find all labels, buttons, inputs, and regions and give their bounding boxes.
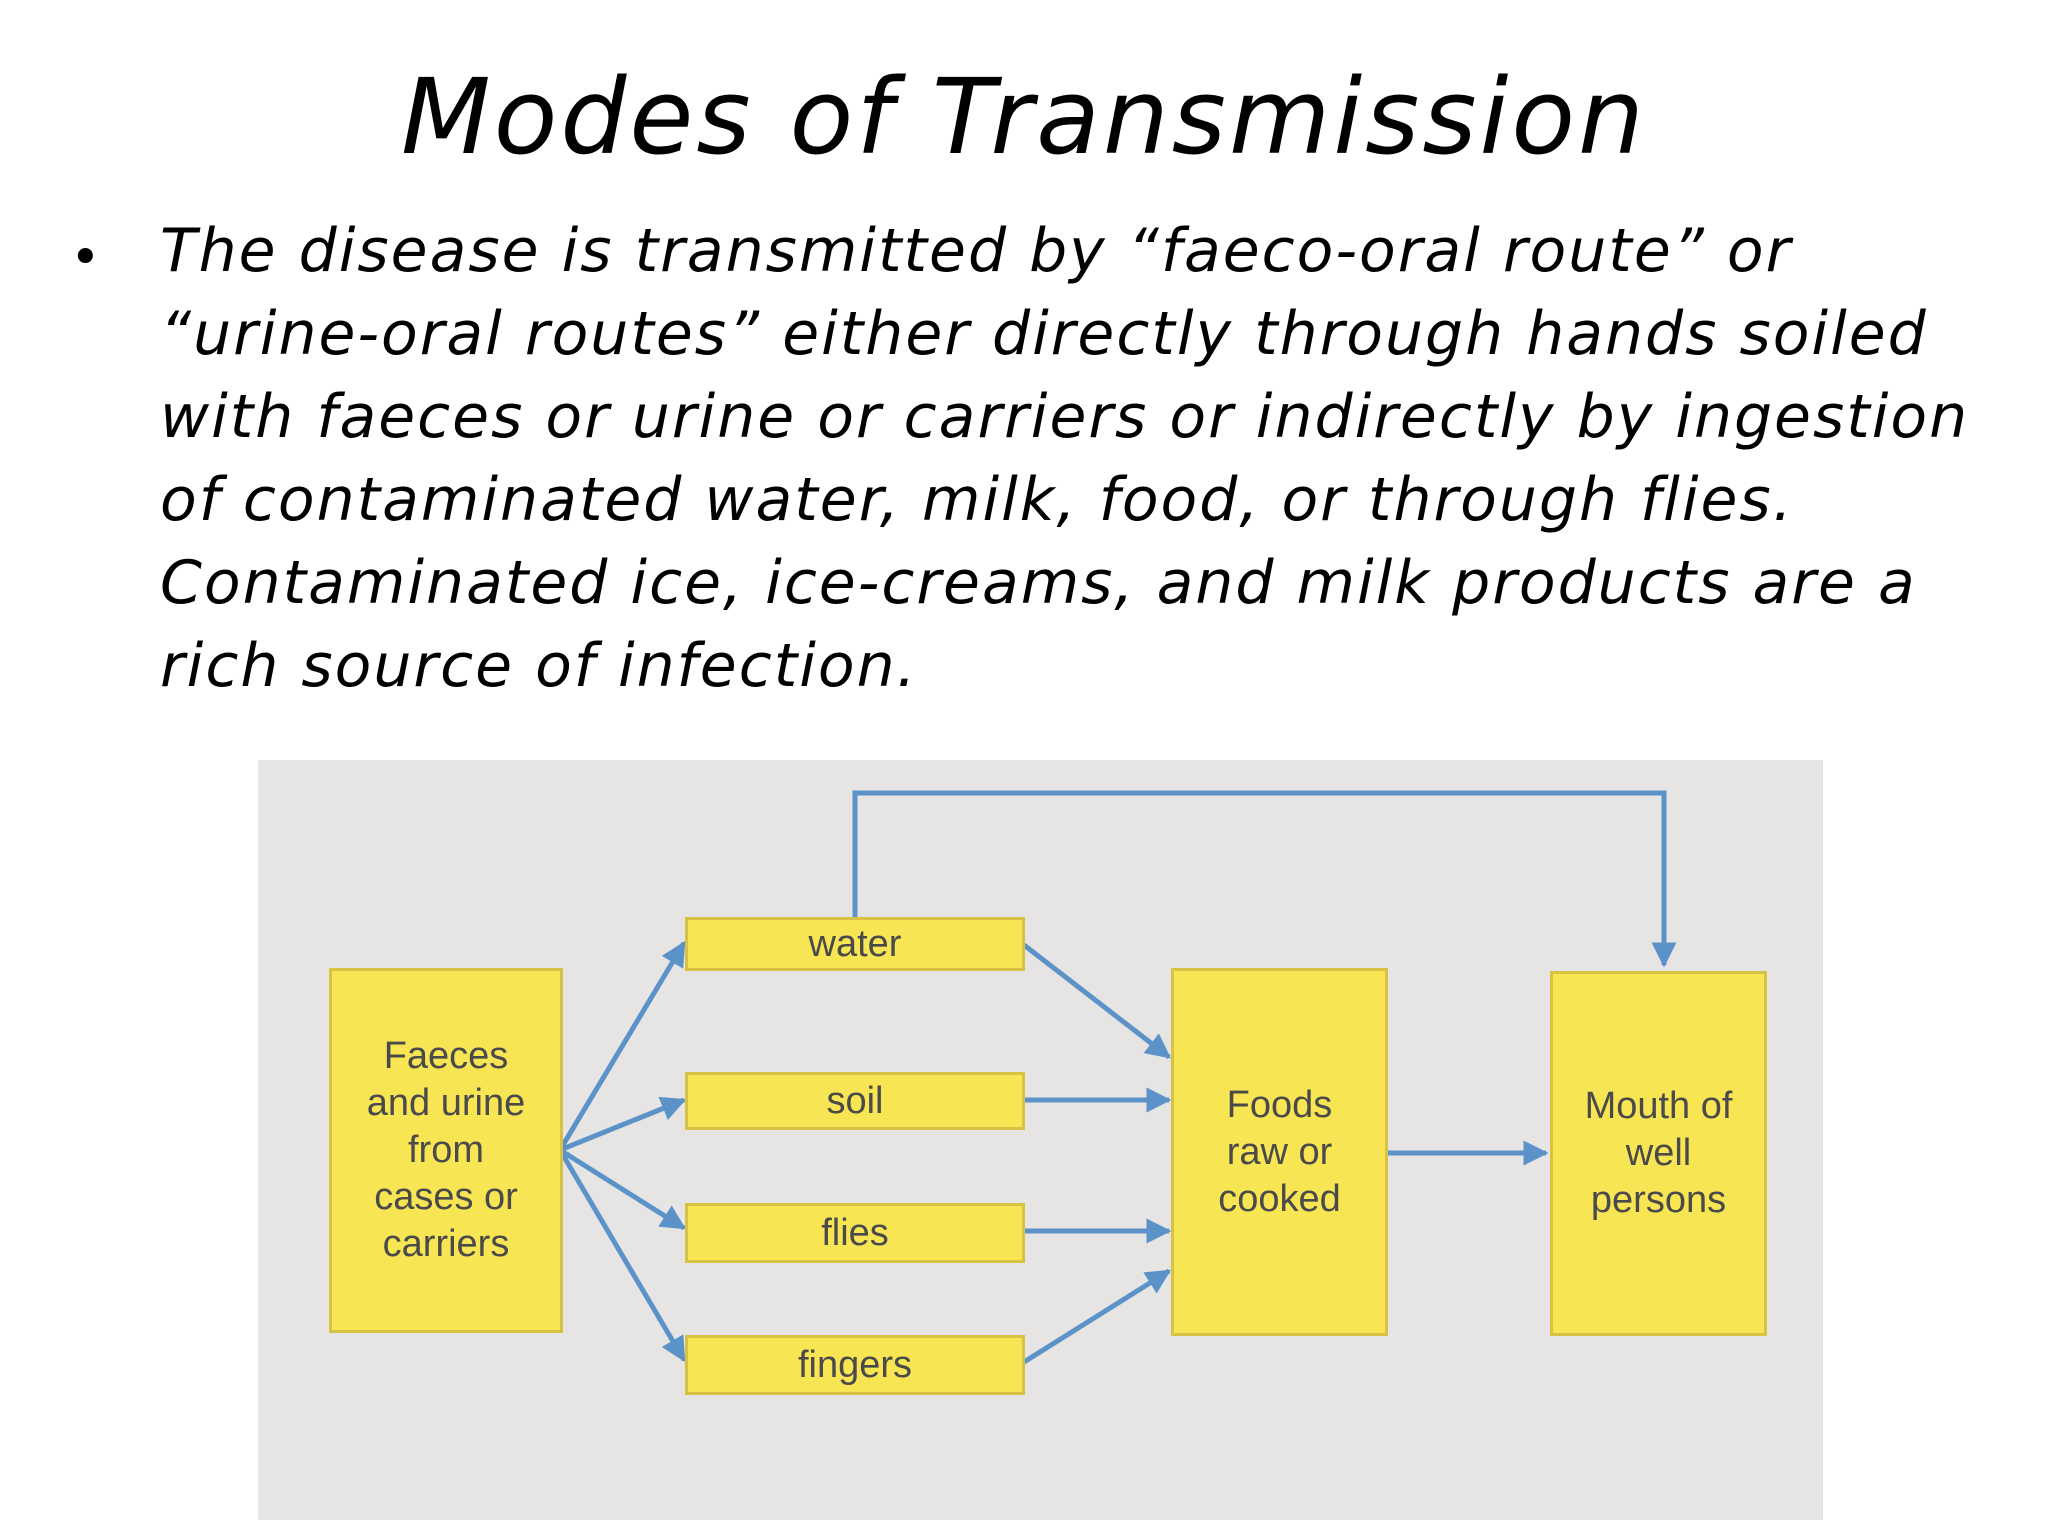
mouth-box: Mouth of well persons	[1550, 971, 1767, 1336]
slide-title: Modes of Transmission	[401, 56, 1647, 178]
bullet-line: Contaminated ice, ice-creams, and milk p…	[160, 548, 1917, 618]
arrow-source-to-flies	[558, 1147, 687, 1231]
water-box-label: water	[808, 922, 902, 965]
source-box: Faeces and urine from cases or carriers	[329, 968, 563, 1333]
bullet-line: “urine-oral routes” either directly thro…	[160, 299, 1928, 369]
arrow-fingers-to-foods	[1022, 1268, 1172, 1365]
bullet-dot: •	[70, 228, 101, 288]
transmission-flow-diagram: Faeces and urine from cases or carriers …	[258, 760, 1823, 1520]
foods-box: Foods raw or cooked	[1171, 968, 1388, 1336]
arrow-source-to-fingers	[557, 1148, 687, 1363]
fingers-box: fingers	[685, 1335, 1025, 1395]
bullet-line: The disease is transmitted by “faeco-ora…	[160, 216, 1793, 286]
arrow-source-to-water	[557, 940, 687, 1152]
water-box: water	[685, 917, 1025, 971]
flies-box: flies	[685, 1203, 1025, 1263]
bullet-line: rich source of infection.	[160, 631, 918, 701]
flow-arrows	[557, 790, 1677, 1365]
bullet-text: The disease is transmitted by “faeco-ora…	[160, 210, 2030, 708]
mouth-box-label: Mouth of well persons	[1584, 1085, 1733, 1221]
arrow-water-to-mouth	[852, 790, 1677, 968]
bullet-line: with faeces or urine or carriers or indi…	[160, 382, 1970, 452]
flies-box-label: flies	[821, 1211, 889, 1254]
soil-box: soil	[685, 1072, 1025, 1130]
arrow-water-to-foods	[1022, 943, 1171, 1059]
bullet-line: of contaminated water, milk, food, or th…	[160, 465, 1794, 535]
source-box-label: Faeces and urine from cases or carriers	[366, 1035, 526, 1265]
soil-box-label: soil	[826, 1079, 884, 1122]
arrow-source-to-soil	[559, 1096, 687, 1153]
foods-box-label: Foods raw or cooked	[1218, 1083, 1341, 1220]
fingers-box-label: fingers	[797, 1343, 913, 1386]
